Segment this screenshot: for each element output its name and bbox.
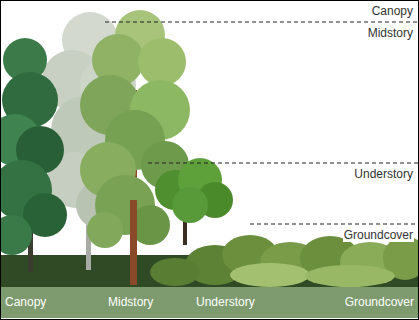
band-label: Canopy — [5, 295, 46, 309]
band-label: Groundcover — [345, 295, 414, 309]
layer-label: Midstory — [367, 26, 414, 40]
band-label: Midstory — [108, 295, 153, 309]
layer-label: Understory — [353, 167, 414, 181]
layer-band: Canopy Midstory Understory Groundcover — [1, 287, 418, 318]
layer-label: Canopy — [371, 4, 414, 18]
band-label: Understory — [196, 295, 255, 309]
layer-label: Groundcover — [343, 228, 414, 242]
